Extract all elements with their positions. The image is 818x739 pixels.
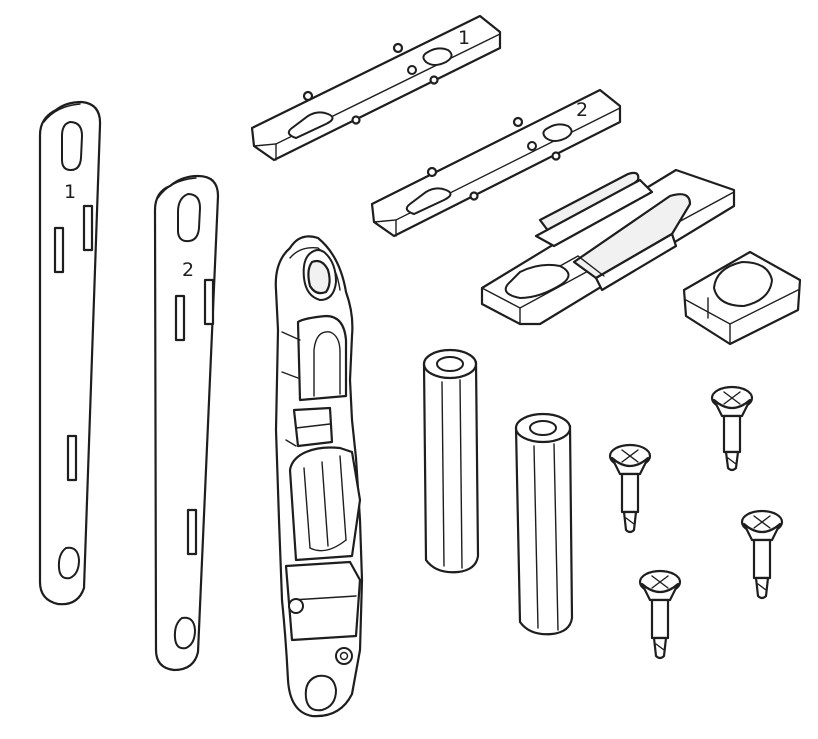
- spacer-cylinder-1: [422, 348, 480, 574]
- hinge-body: [274, 235, 364, 718]
- end-cap-block: [682, 250, 802, 346]
- flat-strip-1: 1: [38, 100, 102, 606]
- mounting-plate-1: 1: [250, 14, 502, 162]
- plate-2-number: 2: [576, 99, 588, 121]
- strip-1-number: 1: [64, 181, 76, 203]
- slotted-bracket: [480, 168, 736, 326]
- screw-2: [710, 385, 754, 472]
- screw-1: [608, 443, 652, 534]
- screw-4: [638, 569, 682, 660]
- strip-2-number: 2: [182, 259, 194, 281]
- screw-3: [740, 509, 784, 600]
- spacer-cylinder-2: [514, 412, 574, 636]
- flat-strip-2: 2: [153, 174, 220, 672]
- mounting-plate-2: 2: [370, 88, 622, 238]
- plate-1-number: 1: [458, 27, 470, 49]
